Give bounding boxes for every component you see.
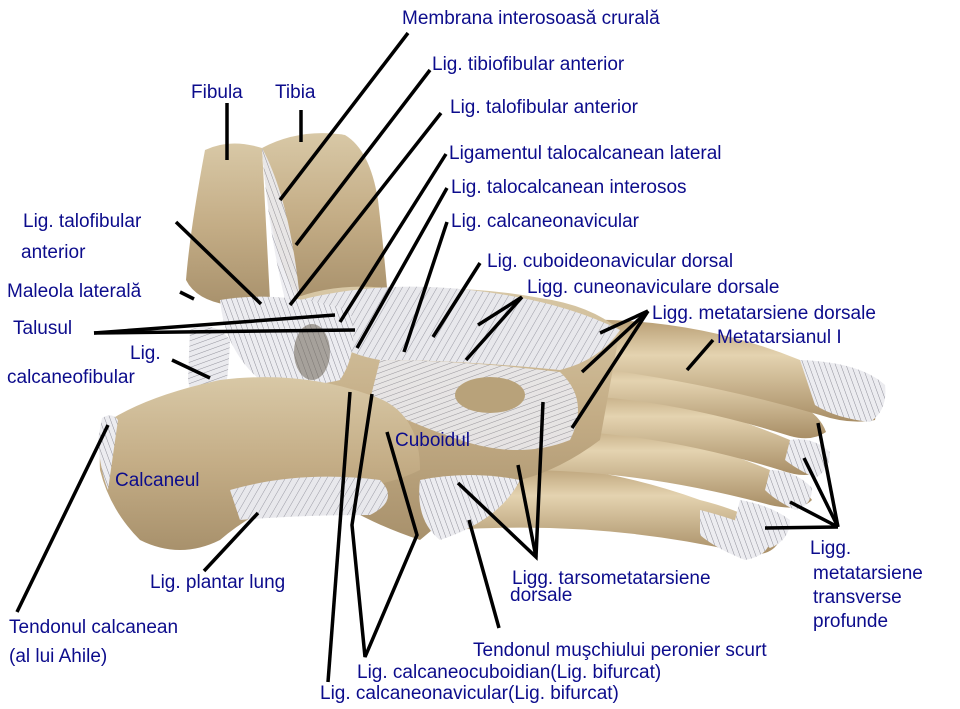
label-lig-calcaneofibular-line1: Lig.	[130, 343, 161, 364]
label-maleola-laterala: Maleola laterală	[7, 281, 142, 302]
label-lig-calcaneonavicular-top: Lig. calcaneonavicular	[451, 211, 640, 232]
label-ligg-tarsometatarsiene-line1: Ligg. tarsometatarsiene	[512, 568, 711, 589]
label-ligg-metatarsiene-dorsale: Ligg. metatarsiene dorsale	[652, 303, 876, 324]
tibia-bone	[262, 133, 388, 300]
label-tibia: Tibia	[275, 82, 316, 103]
label-lig-cuboideonavicular-dorsal: Lig. cuboideonavicular dorsal	[487, 251, 734, 272]
label-ligamentul-talocalcanean-lateral: Ligamentul talocalcanean lateral	[449, 143, 722, 164]
label-ligg-cuneonaviculare-dorsale: Ligg. cuneonaviculare dorsale	[527, 277, 780, 298]
label-cuboidul: Cuboidul	[395, 430, 470, 451]
fibula-bone	[186, 143, 270, 307]
label-lig-talofibular-anterior-top: Lig. talofibular anterior	[450, 97, 638, 118]
label-tendonul-peronier-scurt: Tendonul muşchiului peronier scurt	[473, 640, 767, 661]
label-lig-talofibular-left-line1: Lig. talofibular	[23, 211, 142, 232]
label-tendonul-calcanean-line2: (al lui Ahile)	[9, 646, 108, 667]
label-talusul: Talusul	[13, 318, 73, 339]
label-lig-calcaneonavicular-bottom: Lig. calcaneonavicular(Lig. bifurcat)	[320, 683, 619, 704]
label-lig-talofibular-left-line2: anterior	[21, 242, 86, 263]
label-membrana-interosoasa: Membrana interosoasă crurală	[402, 8, 660, 29]
label-lig-tibiofibular-anterior: Lig. tibiofibular anterior	[432, 54, 625, 75]
label-calcaneul: Calcaneul	[115, 470, 200, 491]
leader-lines	[15, 31, 840, 683]
tarsal-bones	[290, 286, 620, 540]
label-lig-plantar-lung: Lig. plantar lung	[150, 572, 286, 593]
label-metatarsianul-i: Metatarsianul I	[717, 327, 842, 348]
label-lig-calcaneofibular-line2: calcaneofibular	[7, 367, 135, 388]
label-ligg-transverse-line2: metatarsiene	[813, 563, 923, 584]
label-ligg-transverse-line1: Ligg.	[810, 538, 852, 559]
label-tendonul-calcanean-line1: Tendonul calcanean	[9, 617, 179, 638]
label-ligg-transverse-line4: profunde	[813, 611, 889, 632]
label-ligg-transverse-line3: transverse	[813, 587, 902, 608]
label-ligg-tarsometatarsiene-line2: dorsale	[510, 585, 573, 606]
metatarsal-bones	[430, 319, 886, 560]
label-lig-calcaneocuboidian: Lig. calcaneocuboidian(Lig. bifurcat)	[357, 662, 662, 683]
label-lig-talocalcanean-interosos: Lig. talocalcanean interosos	[451, 177, 687, 198]
cuneiform-surface	[455, 377, 525, 413]
label-fibula: Fibula	[191, 82, 243, 103]
